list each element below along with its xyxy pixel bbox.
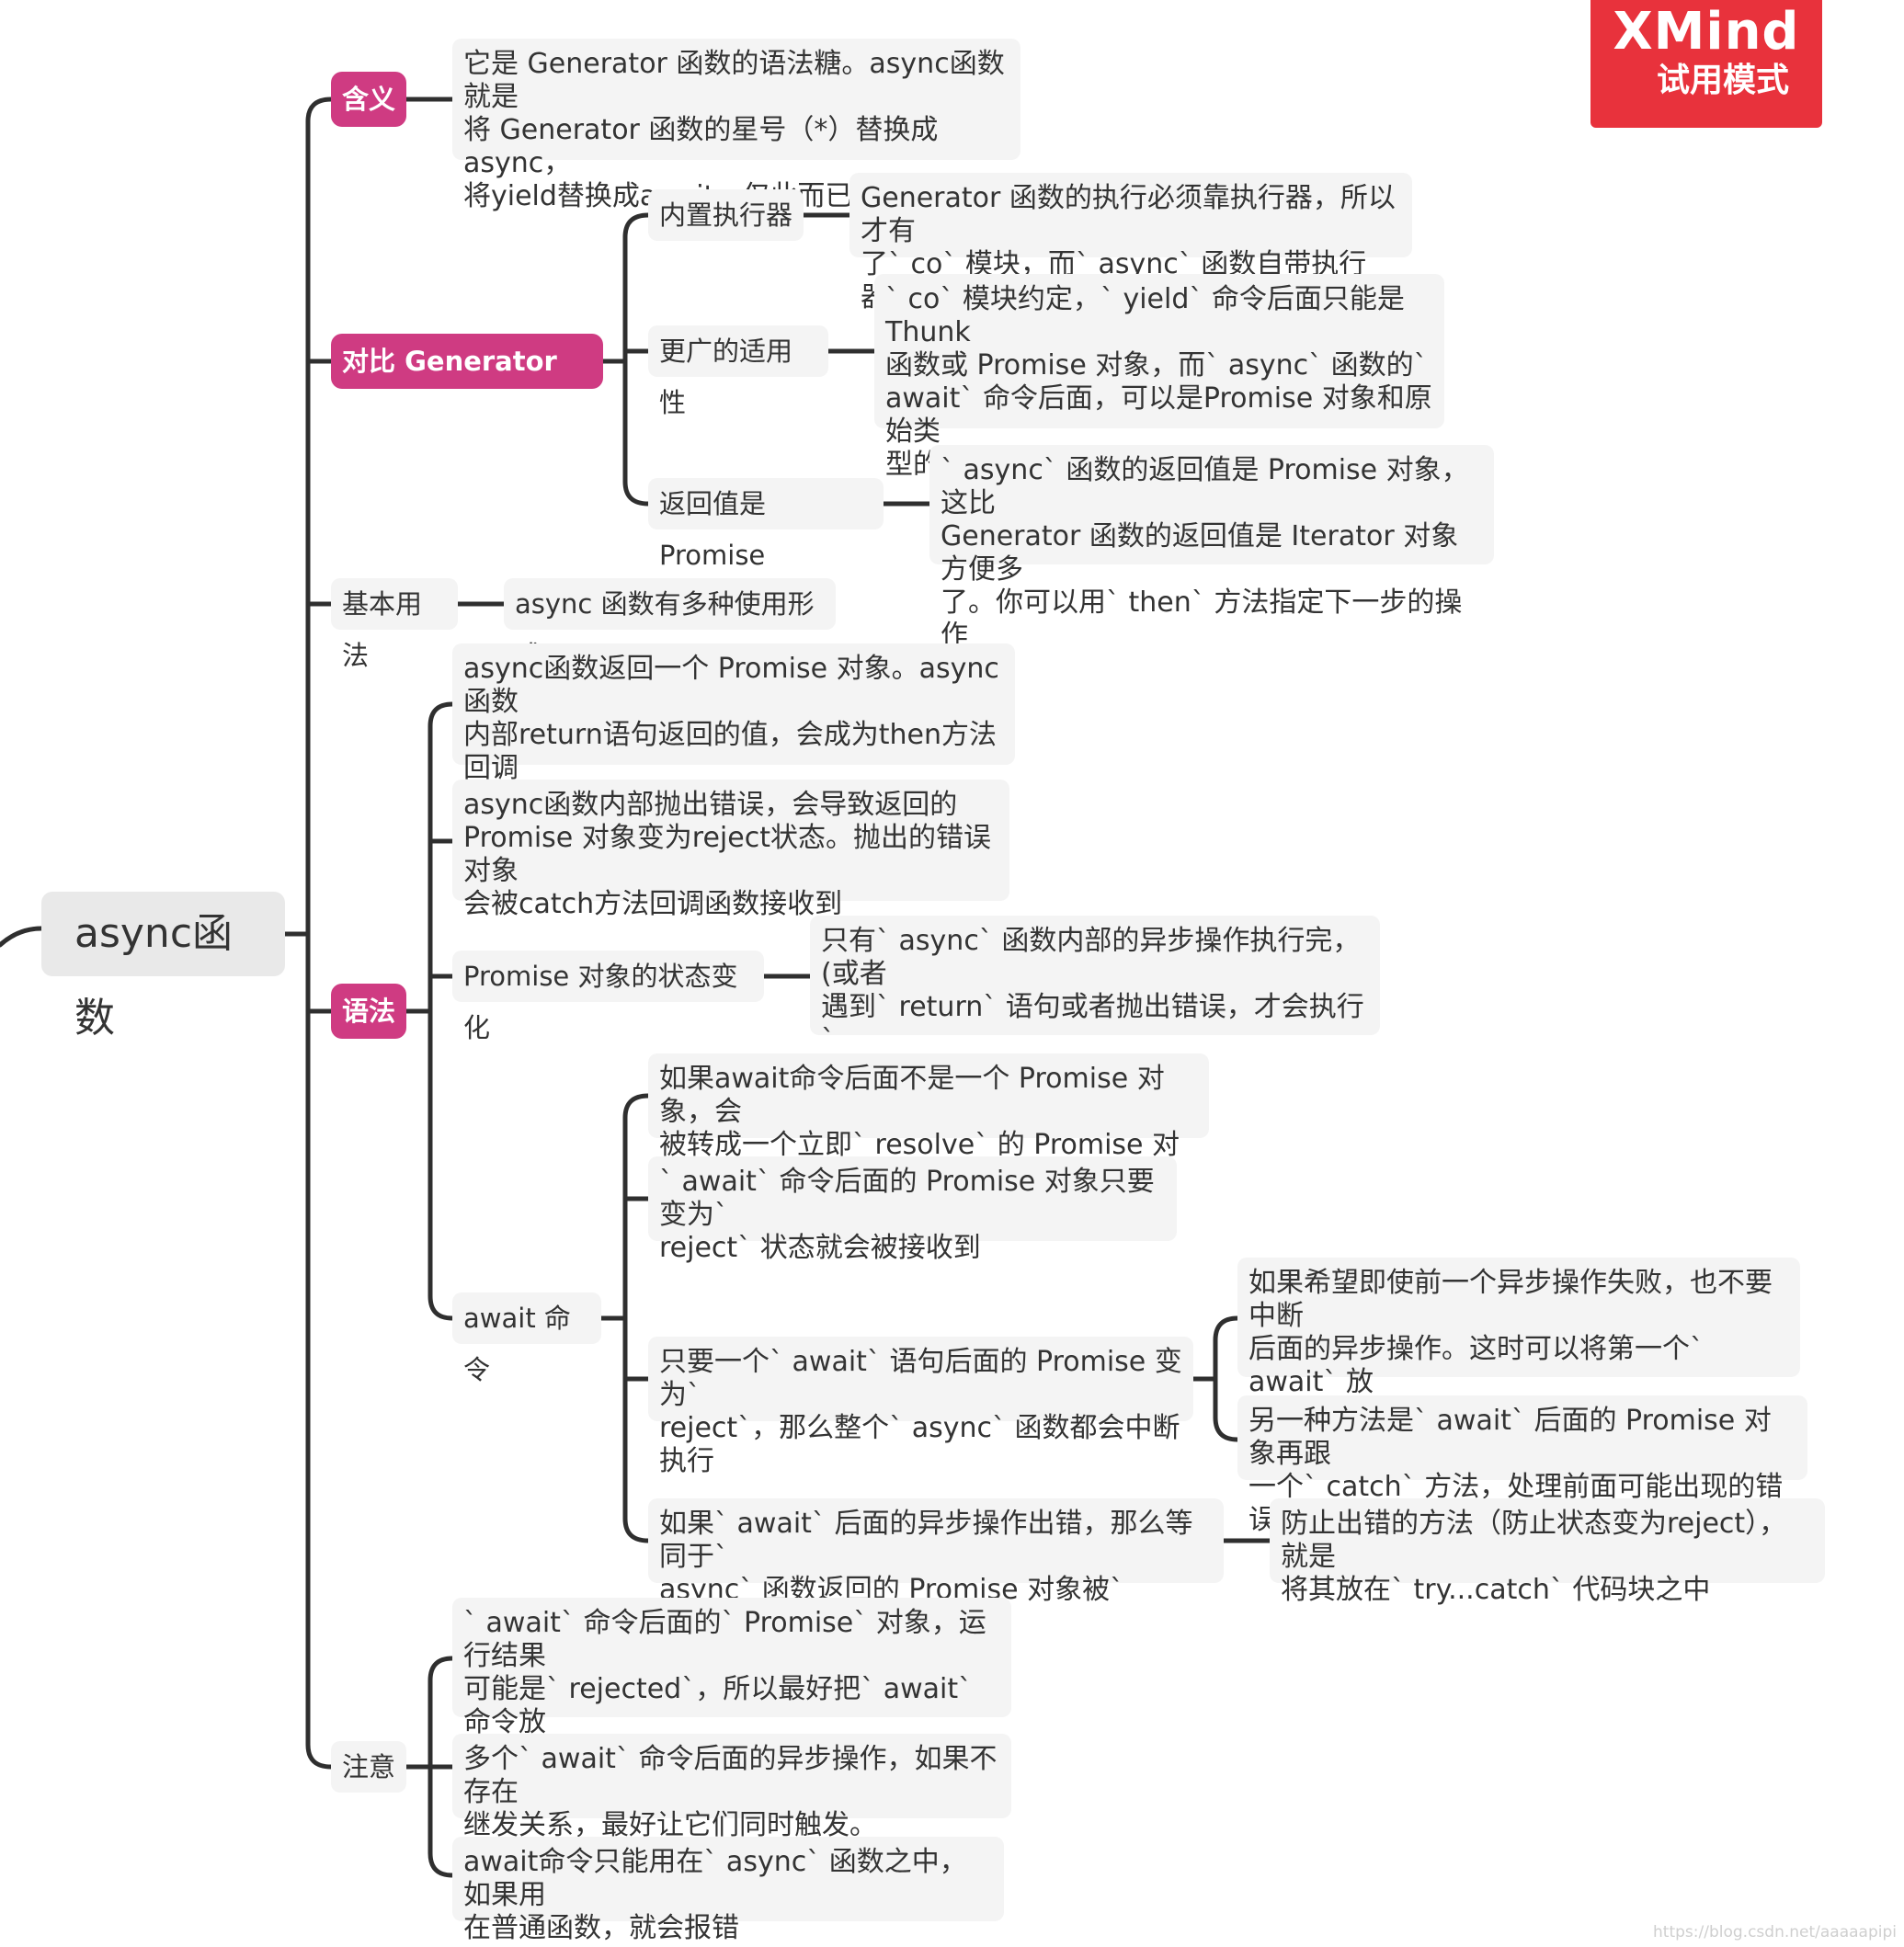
compare-return-label[interactable]: 返回值是 Promise bbox=[648, 478, 884, 571]
syntax-state-change-text[interactable]: 只有` async` 函数内部的异步操作执行完，(或者 遇到` return` … bbox=[810, 916, 1380, 1089]
compare-executor-label[interactable]: 内置执行器 bbox=[648, 189, 804, 241]
watermark: https://blog.csdn.net/aaaaapipi bbox=[1653, 1923, 1897, 1941]
await-interrupt-catch-method[interactable]: 另一种方法是` await` 后面的 Promise 对象再跟 一个` catc… bbox=[1237, 1395, 1807, 1536]
compare-executor-text[interactable]: Generator 函数的执行必须靠执行器，所以才有 了` co` 模块，而` … bbox=[849, 173, 1412, 313]
trial-mode-text: 试用模式 bbox=[1656, 62, 1789, 99]
topic-basic-usage[interactable]: 基本用法 bbox=[331, 578, 458, 671]
notice-item[interactable]: 多个` await` 命令后面的异步操作，如果不存在 继发关系，最好让它们同时触… bbox=[452, 1734, 1011, 1841]
syntax-throw-error[interactable]: async函数内部抛出错误，会导致返回的 Promise 对象变为reject状… bbox=[452, 780, 1009, 920]
topic-notice[interactable]: 注意 bbox=[331, 1741, 406, 1793]
await-not-promise[interactable]: 如果await命令后面不是一个 Promise 对象，会 被转成一个立即` re… bbox=[648, 1053, 1209, 1194]
compare-applicability-label[interactable]: 更广的适用性 bbox=[648, 325, 828, 418]
await-reject-received[interactable]: ` await` 命令后面的 Promise 对象只要变为` reject` 状… bbox=[648, 1156, 1177, 1264]
await-error-label[interactable]: 如果` await` 后面的异步操作出错，那么等同于` async` 函数返回的… bbox=[648, 1498, 1224, 1639]
meaning-text[interactable]: 它是 Generator 函数的语法糖。async函数就是 将 Generato… bbox=[452, 39, 1020, 212]
notice-item[interactable]: await命令只能用在` async` 函数之中，如果用 在普通函数，就会报错 bbox=[452, 1837, 1004, 1944]
root-incoming-line bbox=[0, 926, 44, 948]
await-interrupt-try-catch[interactable]: 如果希望即使前一个异步操作失败，也不要中断 后面的异步操作。这时可以将第一个` … bbox=[1237, 1258, 1800, 1431]
main-spine bbox=[305, 97, 334, 1770]
root-topic[interactable]: async函数 bbox=[41, 892, 285, 1042]
topic-compare-generator[interactable]: 对比 Generator 函数 bbox=[331, 334, 603, 432]
await-interrupt-label[interactable]: 只要一个` await` 语句后面的 Promise 变为` reject`，那… bbox=[648, 1337, 1193, 1477]
xmind-trial-badge: XMind 试用模式 bbox=[1590, 0, 1822, 128]
topic-syntax[interactable]: 语法 bbox=[331, 984, 406, 1039]
syntax-state-change-label[interactable]: Promise 对象的状态变化 bbox=[452, 951, 764, 1043]
xmind-logo-text: XMind bbox=[1613, 2, 1800, 62]
basic-usage-text[interactable]: async 函数有多种使用形式 bbox=[504, 578, 836, 671]
topic-meaning[interactable]: 含义 bbox=[331, 72, 406, 127]
syntax-await-label[interactable]: await 命令 bbox=[452, 1292, 601, 1385]
syntax-return-promise[interactable]: async函数返回一个 Promise 对象。async函数 内部return语… bbox=[452, 643, 1015, 817]
notice-item[interactable]: ` await` 命令后面的` Promise` 对象，运行结果 可能是` re… bbox=[452, 1598, 1011, 1771]
compare-return-text[interactable]: ` async` 函数的返回值是 Promise 对象，这比 Generator… bbox=[929, 445, 1494, 652]
compare-applicability-text[interactable]: ` co` 模块约定，` yield` 命令后面只能是 Thunk 函数或 Pr… bbox=[874, 274, 1444, 481]
await-error-prevent[interactable]: 防止出错的方法（防止状态变为reject），就是 将其放在` try...cat… bbox=[1270, 1498, 1825, 1606]
